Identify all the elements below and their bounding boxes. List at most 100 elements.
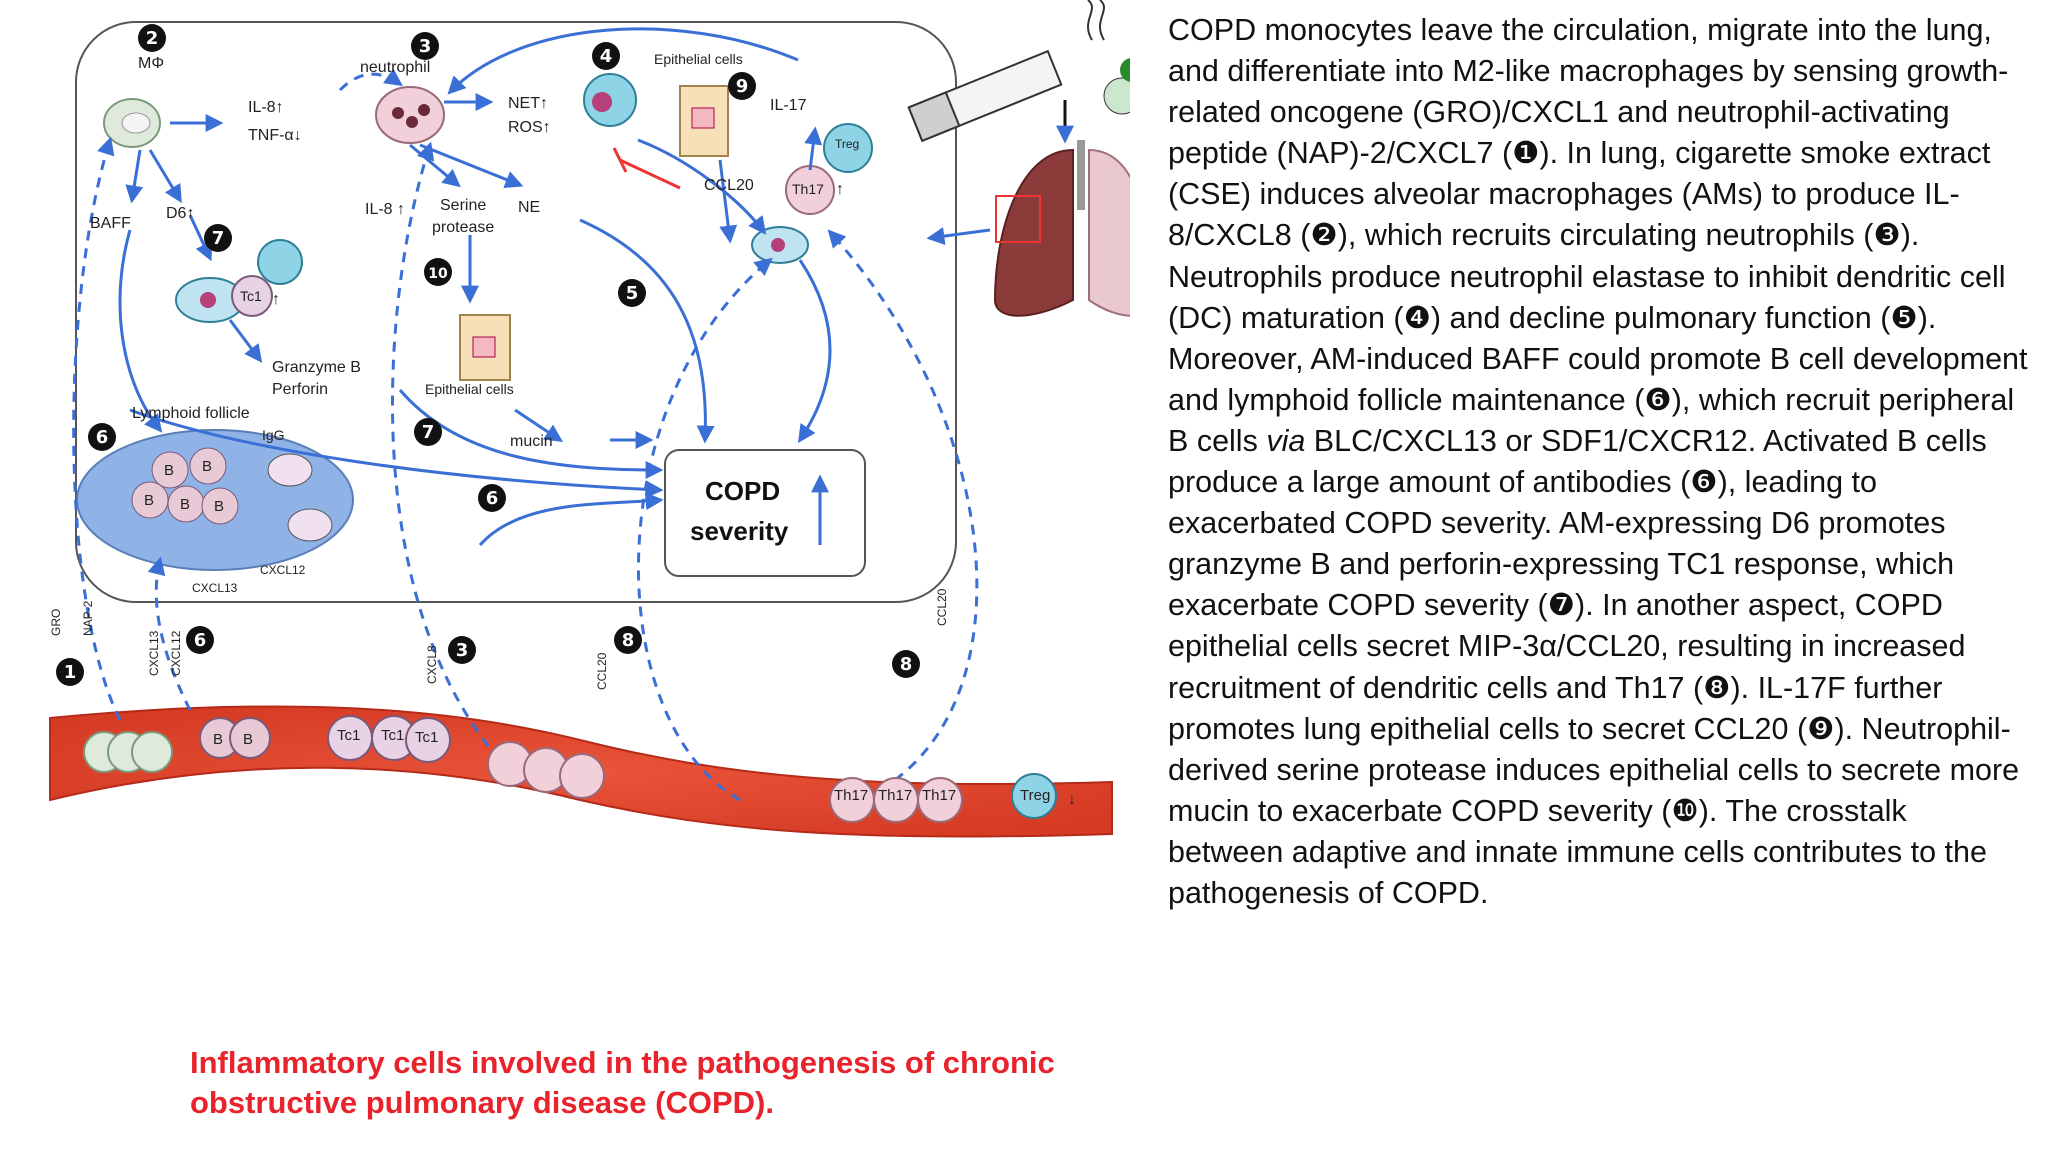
svg-text:5: 5 bbox=[626, 283, 639, 304]
epithelial-cell-top bbox=[679, 85, 729, 157]
lungs-icon bbox=[993, 140, 1130, 317]
label-cxcl13-v: CXCL13 bbox=[147, 630, 161, 676]
label-d6-up: D6↑ bbox=[166, 205, 194, 222]
epithelial-cell-middle bbox=[459, 314, 511, 381]
vessel-b-cells bbox=[199, 717, 271, 759]
b-cells-cluster bbox=[131, 447, 333, 542]
label-mucin: mucin bbox=[510, 433, 553, 450]
label-copd: COPD bbox=[705, 476, 780, 506]
step-badge-3: 3 bbox=[411, 32, 439, 60]
step-badge-2: 2 bbox=[138, 24, 166, 52]
label-il8: IL-8 bbox=[365, 201, 393, 218]
label-th17: Th17 bbox=[792, 181, 824, 197]
cigarette-icon bbox=[907, 0, 1105, 143]
description-part-1: COPD monocytes leave the circulation, mi… bbox=[1168, 13, 2028, 458]
label-cxcl8-v: CXCL8 bbox=[425, 645, 439, 684]
label-severity: severity bbox=[690, 516, 789, 546]
vessel-th17-label-2: Th17 bbox=[878, 787, 912, 804]
label-ccl20: CCL20 bbox=[704, 177, 754, 194]
step-badge-8b: 8 bbox=[892, 650, 920, 678]
caption-line-1: Inflammatory cells involved in the patho… bbox=[190, 1045, 1055, 1080]
label-ccl20-v2: CCL20 bbox=[935, 588, 949, 626]
label-il8-up: IL-8↑ bbox=[248, 99, 284, 116]
tc1-cell-left bbox=[231, 275, 273, 317]
svg-text:8: 8 bbox=[622, 630, 635, 651]
label-protease: protease bbox=[432, 219, 494, 236]
svg-text:6: 6 bbox=[96, 427, 109, 448]
treg-cell-left bbox=[257, 239, 303, 285]
virus-icon bbox=[1103, 58, 1130, 115]
step-badge-6c: 6 bbox=[186, 626, 214, 654]
label-lymphoid: Lymphoid follicle bbox=[132, 405, 250, 422]
step-badge-1: 1 bbox=[56, 658, 84, 686]
vessel-tc1-label-2: Tc1 bbox=[381, 727, 404, 744]
label-gro: GRO bbox=[49, 609, 63, 636]
vessel-treg-down: ↓ bbox=[1068, 791, 1076, 808]
step-badge-8a: 8 bbox=[614, 626, 642, 654]
svg-text:7: 7 bbox=[422, 422, 435, 443]
step-badge-7b: 7 bbox=[414, 418, 442, 446]
svg-text:3: 3 bbox=[456, 640, 469, 661]
vessel-tc1-cells bbox=[327, 715, 451, 763]
step-badge-4: 4 bbox=[592, 42, 620, 70]
label-th17-up: ↑ bbox=[836, 181, 844, 198]
vessel-tc1-label-1: Tc1 bbox=[337, 727, 360, 744]
vessel-b-label-2: B bbox=[243, 731, 253, 748]
macrophage-cell bbox=[103, 98, 161, 148]
follicle-b-5: B bbox=[214, 498, 224, 515]
label-perforin: Perforin bbox=[272, 381, 328, 398]
svg-text:10: 10 bbox=[428, 266, 448, 282]
svg-text:3: 3 bbox=[419, 36, 432, 57]
vessel-b-label-1: B bbox=[213, 731, 223, 748]
step-badge-9: 9 bbox=[728, 72, 756, 100]
vessel-th17-label-3: Th17 bbox=[922, 787, 956, 804]
follicle-b-3: B bbox=[144, 492, 154, 509]
label-ccl20-v1: CCL20 bbox=[595, 652, 609, 690]
label-cxcl12: CXCL12 bbox=[260, 563, 306, 577]
follicle-b-2: B bbox=[202, 458, 212, 475]
vessel-treg-cell bbox=[1011, 773, 1057, 819]
follicle-b-1: B bbox=[164, 462, 174, 479]
svg-text:6: 6 bbox=[194, 630, 207, 651]
label-serine: Serine bbox=[440, 197, 486, 214]
label-igg: IgG bbox=[262, 427, 285, 443]
label-baff: BAFF bbox=[90, 215, 131, 232]
description-part-2: BLC/CXCL13 or SDF1/CXCR12. Activated B c… bbox=[1168, 423, 2020, 910]
neutrophil-cell bbox=[375, 86, 445, 144]
step-badge-7a: 7 bbox=[204, 224, 232, 252]
label-ne: NE bbox=[518, 199, 540, 216]
caption-line-2: obstructive pulmonary disease (COPD). bbox=[190, 1085, 774, 1120]
svg-text:6: 6 bbox=[486, 488, 499, 509]
label-tc1: Tc1 bbox=[240, 288, 262, 304]
label-treg-top: Treg bbox=[835, 137, 859, 151]
label-granzyme: Granzyme B bbox=[272, 359, 361, 376]
svg-text:8: 8 bbox=[900, 654, 913, 675]
step-badge-3b: 3 bbox=[448, 636, 476, 664]
label-il17: IL-17 bbox=[770, 97, 807, 114]
dendritic-cell-top bbox=[583, 73, 637, 127]
step-badge-5: 5 bbox=[618, 279, 646, 307]
svg-text:4: 4 bbox=[600, 46, 613, 67]
label-mphi: MΦ bbox=[138, 55, 164, 72]
dendritic-cell-center bbox=[751, 226, 809, 264]
dendritic-cell-left bbox=[175, 277, 245, 323]
label-tnf-down: TNF-α↓ bbox=[248, 127, 302, 144]
label-epithelial-middle: Epithelial cells bbox=[425, 381, 514, 397]
svg-text:2: 2 bbox=[146, 28, 159, 49]
label-net-up: NET↑ bbox=[508, 95, 548, 112]
label-il8-arrow: ↑ bbox=[397, 201, 405, 218]
vessel-treg-label: Treg bbox=[1020, 787, 1050, 804]
svg-text:7: 7 bbox=[212, 228, 225, 249]
vessel-th17-cells bbox=[829, 777, 963, 823]
vessel-neutrophils bbox=[487, 741, 605, 799]
label-tc1-up: ↑ bbox=[272, 291, 280, 308]
copd-severity-box bbox=[664, 449, 866, 577]
label-epithelial-top: Epithelial cells bbox=[654, 51, 743, 67]
copd-pathogenesis-diagram: 2 3 4 9 7 10 5 6 7 6 1 6 3 8 8 MΦ neutro… bbox=[40, 0, 1130, 860]
label-cxcl13: CXCL13 bbox=[192, 581, 238, 595]
label-ros-up: ROS↑ bbox=[508, 119, 551, 136]
description-text: COPD monocytes leave the circulation, mi… bbox=[1168, 10, 2028, 914]
step-badge-10: 10 bbox=[424, 258, 452, 286]
step-badge-6b: 6 bbox=[478, 484, 506, 512]
vessel-th17-label-1: Th17 bbox=[834, 787, 868, 804]
